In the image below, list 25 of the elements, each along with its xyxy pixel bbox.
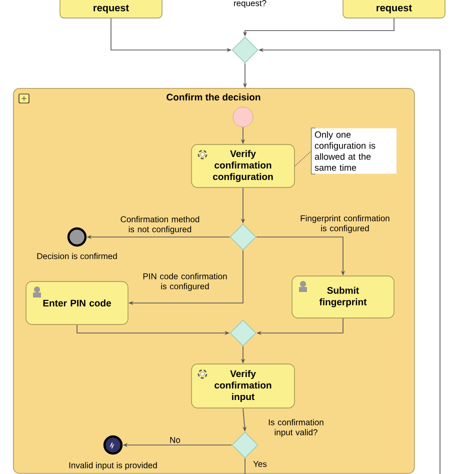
task-box: request bbox=[60, 0, 162, 18]
gateway-diamond bbox=[232, 36, 258, 64]
start-event bbox=[232, 106, 254, 128]
gateway-diamond bbox=[230, 224, 256, 250]
gateway-diamond bbox=[230, 320, 256, 346]
event-caption: Decision is confirmed bbox=[37, 252, 117, 260]
edge-label: PIN code confirmation is configured bbox=[143, 273, 227, 291]
subprocess-title: Confirm the decision bbox=[166, 94, 260, 101]
event-caption: Is confirmation input valid? bbox=[268, 419, 324, 437]
gateway-label: request? bbox=[234, 0, 266, 8]
annotation-note: Only one configuration is allowed at the same time bbox=[310, 128, 396, 174]
end-event bbox=[67, 227, 87, 247]
task-box: request bbox=[342, 0, 446, 18]
edge-label: Fingerprint confirmation is configured bbox=[300, 215, 390, 233]
task-box: Verify confirmation configuration bbox=[191, 144, 295, 188]
error-end-event bbox=[103, 435, 123, 455]
task-box: Enter PIN code bbox=[26, 281, 128, 325]
task-box: Verify confirmation input bbox=[191, 364, 295, 408]
edge-label: Yes bbox=[253, 461, 267, 467]
gateway-diamond bbox=[232, 432, 258, 458]
task-box: Submit fingerprint bbox=[292, 276, 394, 318]
event-caption: Invalid input is provided bbox=[69, 462, 157, 470]
edge-label: No bbox=[170, 437, 180, 443]
association-line bbox=[294, 150, 312, 166]
edge-label: Confirmation method is not configured bbox=[120, 216, 200, 234]
